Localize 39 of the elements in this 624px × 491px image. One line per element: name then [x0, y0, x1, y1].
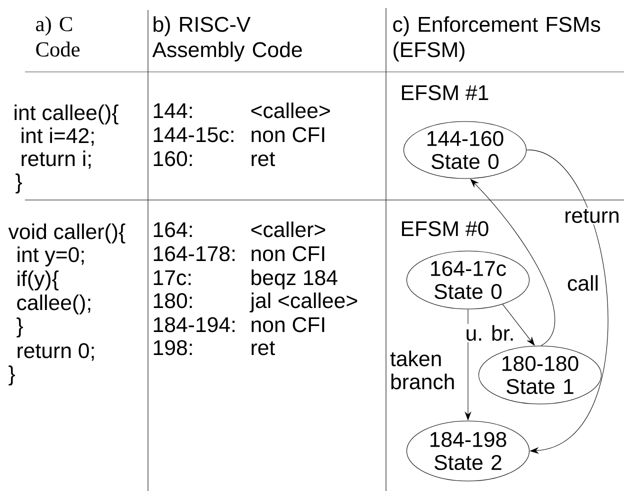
- address-text: 144:: [154, 103, 192, 118]
- column-heading: b) RISC-V Assembly Code: [152, 16, 302, 62]
- instruction-text: non CFI: [252, 317, 324, 332]
- section-label: EFSM #0: [402, 221, 488, 236]
- edge-label: return: [562, 208, 622, 224]
- instruction-text: <caller>: [251, 222, 326, 238]
- edge-label: call: [566, 274, 600, 292]
- column-heading: a) C Code: [36, 16, 80, 57]
- address-text: 160:: [154, 151, 192, 166]
- code-line: int i=42;: [22, 128, 94, 146]
- column-heading: c) Enforcement FSMs (EFSM): [393, 16, 600, 62]
- section-label: EFSM #1: [402, 85, 488, 100]
- instruction-text: <callee>: [251, 102, 330, 118]
- code-line: }: [16, 174, 22, 194]
- instruction-text: non CFI: [252, 127, 324, 142]
- instruction-text: beqz 184: [252, 270, 338, 290]
- code-line: return i;: [22, 150, 91, 169]
- address-text: 17c:: [154, 270, 191, 286]
- code-line: int y=0;: [18, 246, 84, 266]
- code-line: }: [8, 366, 15, 386]
- address-text: 144-15c:: [154, 127, 234, 142]
- address-text: 164-178:: [154, 246, 235, 262]
- code-line: return 0;: [18, 343, 94, 361]
- instruction-text: ret: [252, 152, 275, 166]
- edge-label: taken branch: [388, 349, 462, 391]
- address-text: 198:: [154, 340, 192, 356]
- code-line: void caller(){: [8, 224, 126, 244]
- code-line: }: [16, 318, 23, 338]
- edge-label: u. br.: [464, 324, 516, 342]
- instruction-text: ret: [252, 341, 275, 356]
- instruction-text: non CFI: [252, 246, 324, 262]
- code-line: int callee(){: [14, 104, 118, 124]
- address-text: 184-194:: [154, 317, 235, 332]
- address-text: 164:: [154, 222, 192, 238]
- code-line: callee();: [17, 294, 90, 314]
- instruction-text: jal <callee>: [250, 292, 358, 312]
- code-line: if(y){: [18, 270, 59, 290]
- arrow: [526, 150, 608, 454]
- address-text: 180:: [154, 293, 192, 308]
